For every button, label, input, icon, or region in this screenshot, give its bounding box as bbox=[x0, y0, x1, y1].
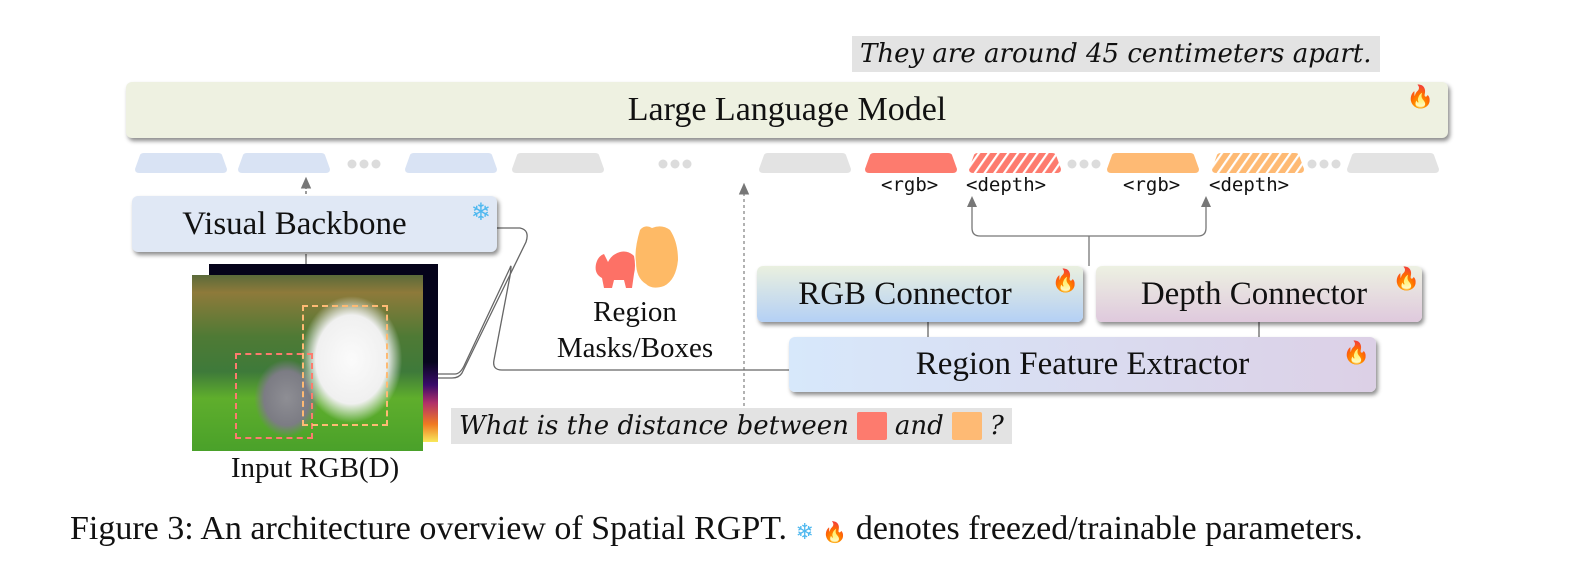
input-rgb-image bbox=[192, 275, 423, 451]
fire-icon: 🔥 bbox=[1051, 268, 1079, 293]
depth-to-extractor-path bbox=[425, 265, 790, 375]
caption-suffix: denotes freezed/trainable parameters. bbox=[855, 510, 1363, 547]
token-visual bbox=[404, 153, 498, 173]
rgb-connector-module: RGB Connector 🔥 bbox=[757, 266, 1083, 322]
bbox-dog bbox=[302, 305, 388, 426]
region-label-line1: Region bbox=[593, 296, 677, 328]
token-text bbox=[511, 153, 605, 173]
question-middle: and bbox=[894, 411, 944, 441]
token-ellipsis bbox=[1066, 153, 1106, 173]
token-tag-rgb: <rgb> bbox=[1123, 174, 1181, 196]
token-rgb bbox=[1106, 153, 1200, 173]
visual-backbone-module: Visual Backbone ❄ bbox=[132, 196, 497, 252]
figure-caption: Figure 3: An architecture overview of Sp… bbox=[70, 510, 1513, 548]
question-text: What is the distance between and ? bbox=[451, 408, 1012, 444]
question-suffix: ? bbox=[989, 411, 1004, 441]
fire-icon: 🔥 bbox=[822, 522, 848, 544]
snowflake-icon: ❄ bbox=[470, 200, 491, 226]
token-tag-rgb: <rgb> bbox=[881, 174, 939, 196]
fire-icon: 🔥 bbox=[1392, 266, 1420, 291]
region-swatch-1 bbox=[856, 412, 887, 440]
rgb-connector-label: RGB Connector bbox=[798, 275, 1012, 312]
question-prefix: What is the distance between bbox=[459, 411, 849, 441]
token-ellipsis bbox=[346, 153, 386, 173]
llm-label: Large Language Model bbox=[627, 91, 947, 128]
region-label-line2: Masks/Boxes bbox=[556, 332, 714, 364]
fire-icon: 🔥 bbox=[1342, 340, 1370, 365]
connector-fork-arrows bbox=[971, 206, 1207, 266]
answer-text: They are around 45 centimeters apart. bbox=[852, 36, 1380, 72]
region-feature-extractor-module: Region Feature Extractor 🔥 bbox=[789, 337, 1376, 392]
fire-icon: 🔥 bbox=[1406, 84, 1434, 109]
region-masks-icon bbox=[595, 226, 678, 288]
llm-module: Large Language Model 🔥 bbox=[126, 82, 1448, 138]
caption-prefix: Figure 3: An architecture overview of Sp… bbox=[70, 510, 787, 547]
token-tag-depth: <depth> bbox=[966, 174, 1047, 196]
token-text bbox=[758, 153, 852, 173]
token-visual bbox=[134, 153, 228, 173]
token-ellipsis bbox=[657, 153, 697, 173]
token-depth bbox=[1211, 153, 1305, 173]
token-depth bbox=[968, 153, 1062, 173]
snowflake-icon: ❄ bbox=[795, 519, 814, 544]
token-ellipsis bbox=[1306, 153, 1346, 173]
region-swatch-2 bbox=[951, 412, 982, 440]
bbox-cat bbox=[235, 353, 313, 439]
token-text bbox=[1346, 153, 1440, 173]
input-label: Input RGB(D) bbox=[230, 452, 400, 484]
region-feature-extractor-label: Region Feature Extractor bbox=[915, 346, 1250, 382]
token-tag-depth: <depth> bbox=[1209, 174, 1290, 196]
depth-connector-module: Depth Connector 🔥 bbox=[1096, 266, 1422, 322]
token-rgb bbox=[864, 153, 958, 173]
dog-mask bbox=[635, 226, 678, 288]
cat-mask bbox=[595, 251, 635, 288]
token-visual bbox=[237, 153, 331, 173]
visual-backbone-label: Visual Backbone bbox=[182, 205, 407, 242]
backbone-to-extractor-path bbox=[425, 227, 528, 379]
depth-connector-label: Depth Connector bbox=[1140, 275, 1368, 312]
